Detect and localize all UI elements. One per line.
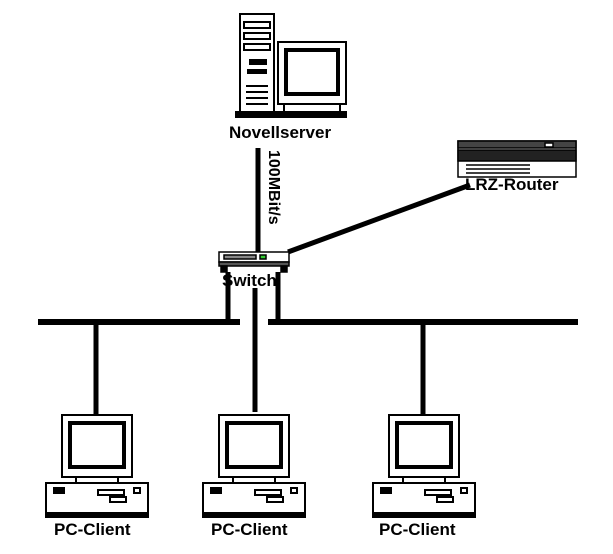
client-label-2: PC-Client [211,520,288,539]
server-tower-icon[interactable] [235,13,279,118]
desktop-pc-icon[interactable] [45,414,149,518]
server-label: Novellserver [229,123,332,142]
client-label-1: PC-Client [54,520,131,539]
link-speed-label: 100MBit/s [265,150,282,225]
client-label-3: PC-Client [379,520,456,539]
cables [38,148,578,415]
router-uplink-cable [287,182,471,255]
router-label: LRZ-Router [465,175,559,194]
switch-label: Switch [222,271,277,290]
switch-icon[interactable] [218,251,290,273]
monitor-icon[interactable] [277,41,347,118]
router-icon[interactable] [457,140,577,178]
desktop-pc-icon[interactable] [202,414,306,518]
desktop-pc-icon[interactable] [372,414,476,518]
